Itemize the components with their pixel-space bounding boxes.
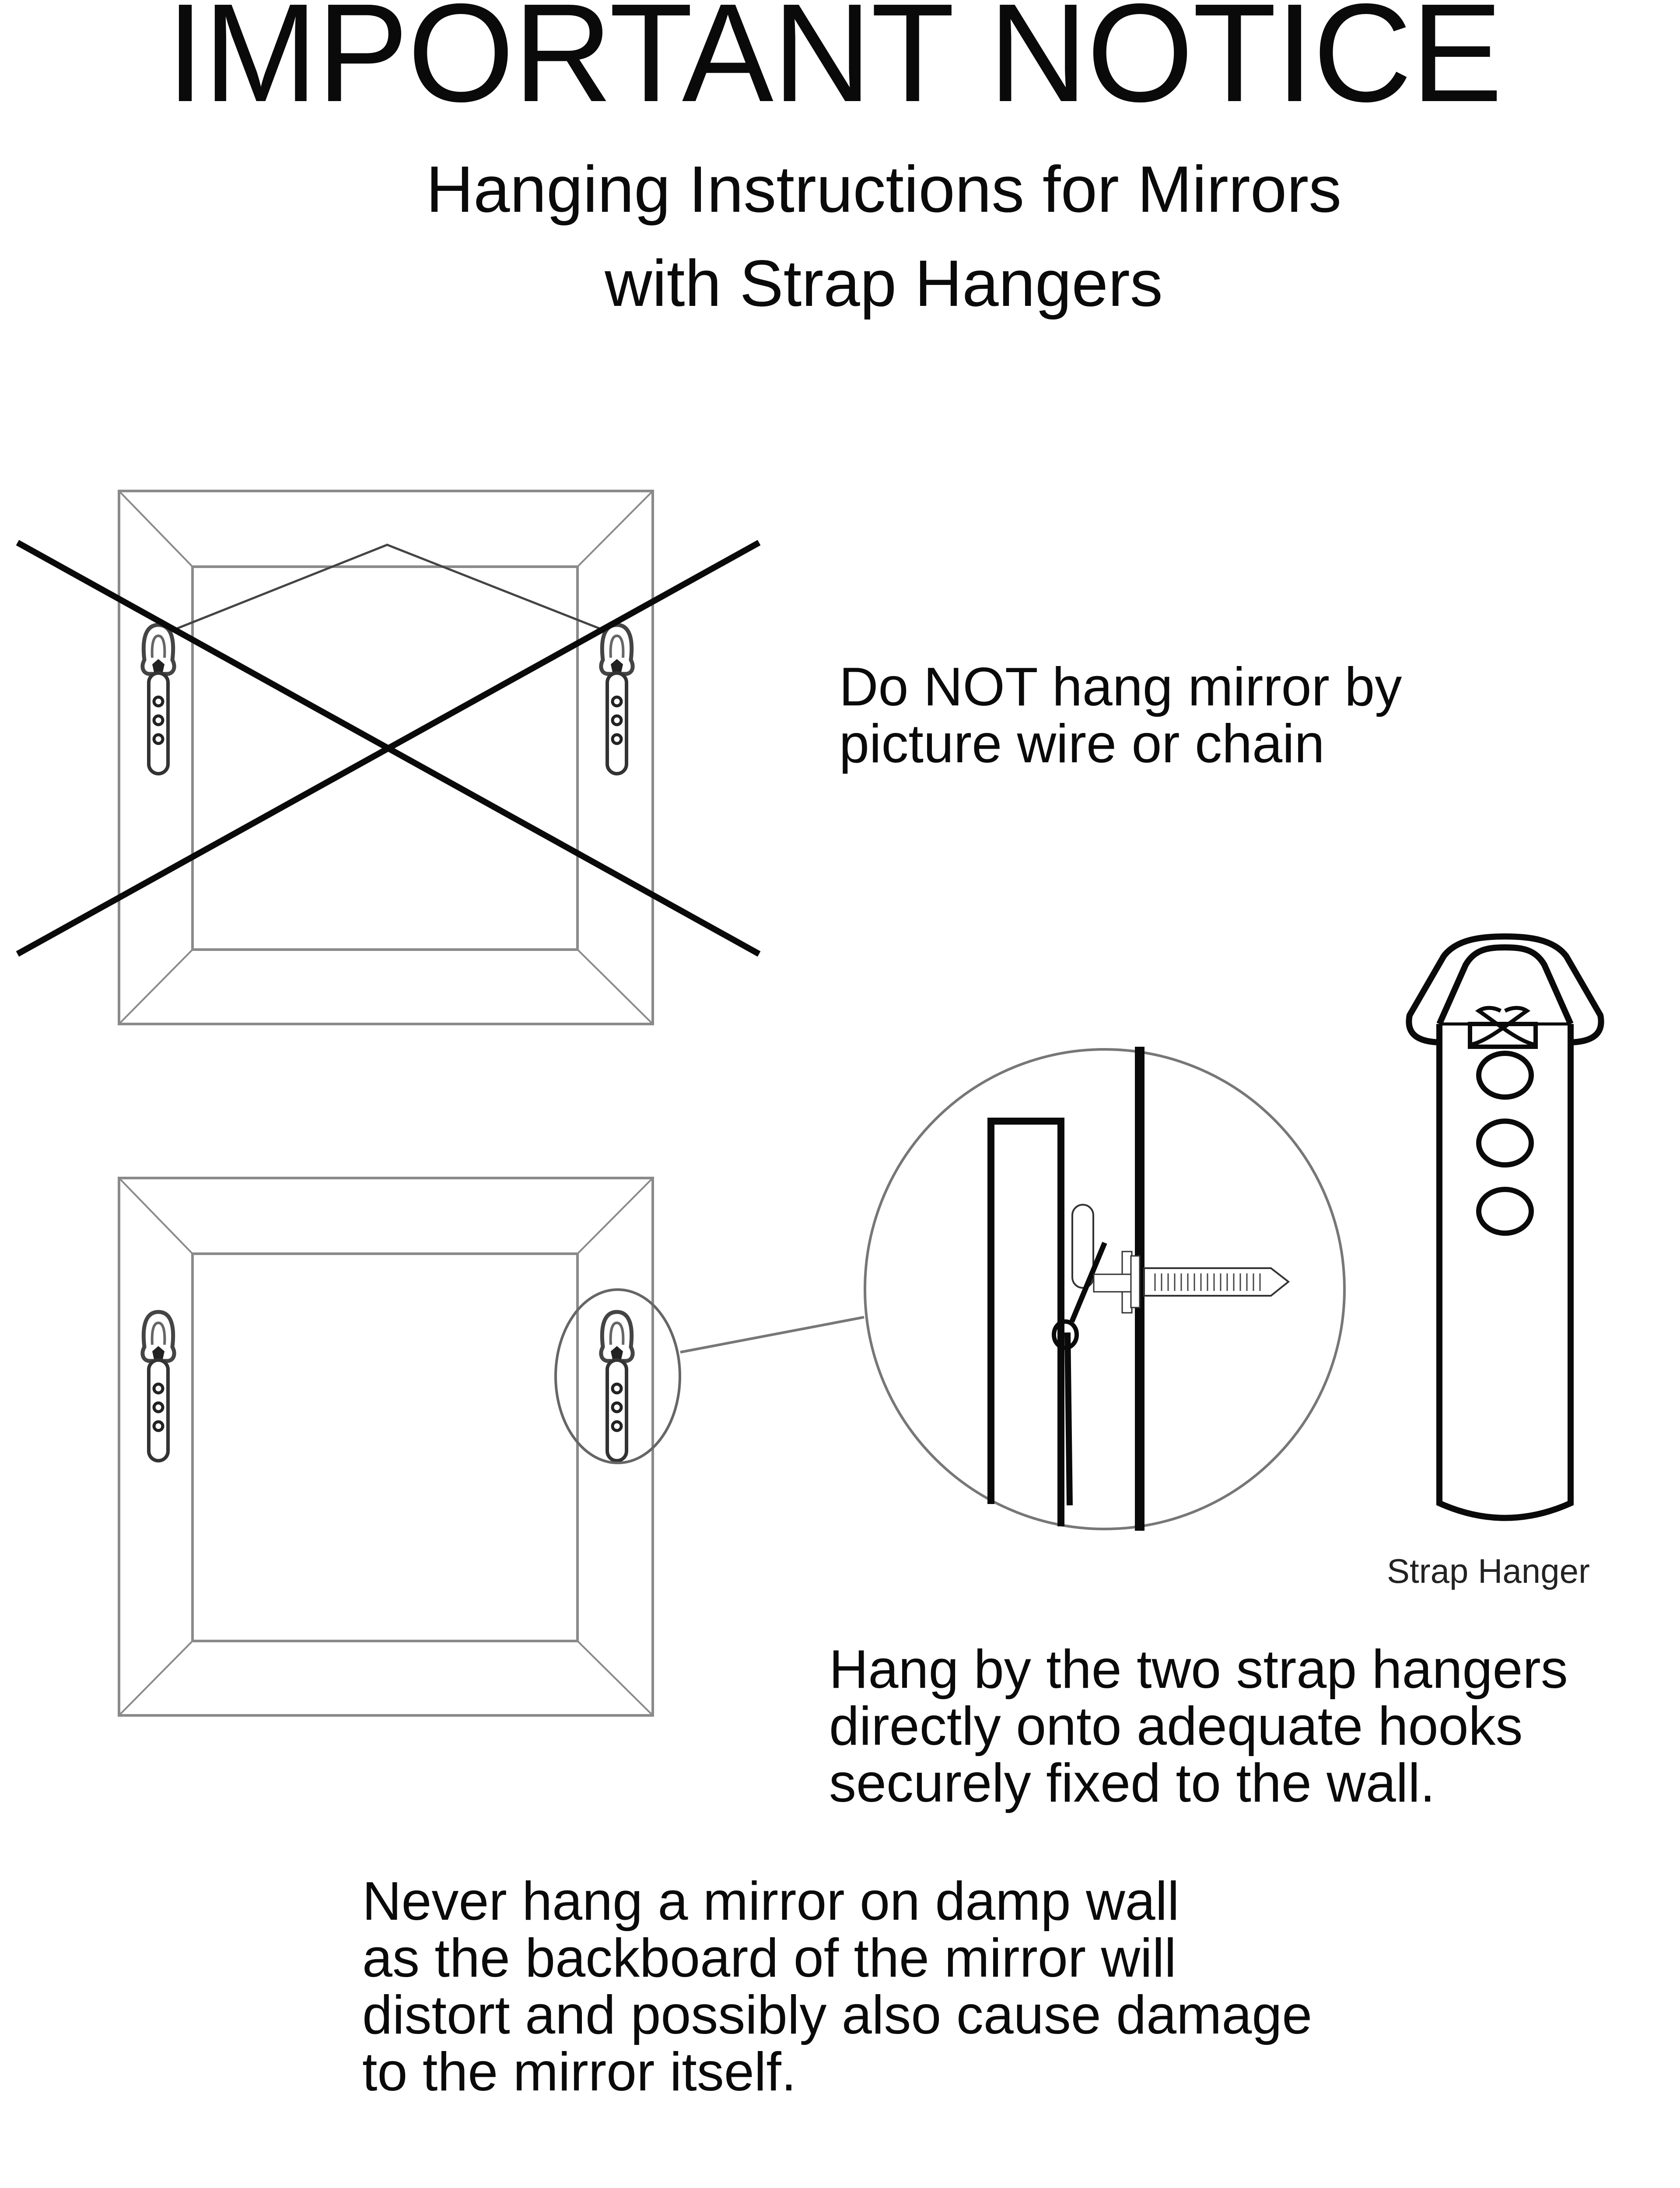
text-line: directly onto adequate hooks xyxy=(829,1696,1523,1757)
text-line: securely fixed to the wall. xyxy=(829,1753,1435,1813)
hanging-instructions-text: Hang by the two strap hangers directly o… xyxy=(829,1641,1568,1812)
wire-warning-text: Do NOT hang mirror by picture wire or ch… xyxy=(839,659,1402,772)
strap-hanger-icon xyxy=(601,625,633,774)
wall-screw-detail xyxy=(864,1047,1346,1531)
cross-out-icon xyxy=(16,540,761,957)
strap-hanger-caption: Strap Hanger xyxy=(1387,1552,1590,1590)
strap-hanger-icon xyxy=(143,1312,174,1461)
mirror-frame-wire-diagram xyxy=(16,490,761,1025)
text-line: distort and possibly also cause damage xyxy=(362,1985,1312,2045)
page-subtitle: Hanging Instructions for Mirrors with St… xyxy=(0,142,1680,330)
text-line: Never hang a mirror on damp wall xyxy=(362,1871,1180,1932)
text-line: Hang by the two strap hangers xyxy=(829,1639,1568,1700)
text-line: as the backboard of the mirror will xyxy=(362,1928,1176,1988)
strap-hanger-icon xyxy=(601,1312,633,1461)
page-title: IMPORTANT NOTICE xyxy=(166,0,1503,131)
strap-hanger-icon xyxy=(143,625,174,774)
subtitle-line: Hanging Instructions for Mirrors xyxy=(426,152,1342,226)
text-line: to the mirror itself. xyxy=(362,2042,797,2102)
strap-hanger-illustration xyxy=(1406,933,1604,1521)
damp-wall-warning-text: Never hang a mirror on damp wall as the … xyxy=(362,1873,1312,2100)
text-line: picture wire or chain xyxy=(839,714,1325,774)
mirror-frame-strap-diagram xyxy=(118,1177,864,1717)
text-line: Do NOT hang mirror by xyxy=(839,657,1402,717)
magnify-circle-icon xyxy=(554,1288,681,1464)
subtitle-line: with Strap Hangers xyxy=(605,246,1163,320)
